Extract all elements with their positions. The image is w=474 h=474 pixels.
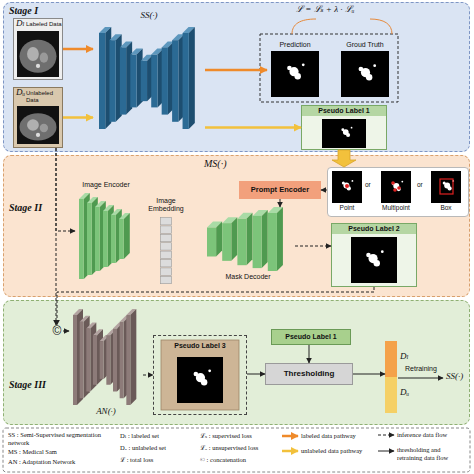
node-text: Prediction bbox=[267, 41, 323, 49]
legend-text: ℒₛ : supervised loss bbox=[200, 432, 278, 440]
concat-symbol: © bbox=[51, 325, 63, 337]
embedding: Image Embedding bbox=[143, 197, 189, 289]
pseudo-label-box: Pseudo Label 1 bbox=[271, 329, 351, 345]
node-text: Multipoint bbox=[374, 204, 418, 211]
process-box: Thresholding bbox=[265, 363, 353, 385]
pseudo-label-panel bbox=[161, 340, 239, 410]
node-text: Image Embedding bbox=[143, 197, 189, 213]
dataset-bar-fill bbox=[385, 341, 397, 413]
node-text: Unlabeled Data bbox=[26, 90, 62, 104]
network: AN(·) bbox=[69, 307, 143, 421]
node-text: © bbox=[51, 325, 63, 337]
node-text: Dᵤ bbox=[16, 88, 25, 98]
legend-text: SS : Semi-Supervised segmentation networ… bbox=[8, 431, 108, 446]
legend-text: unlabeled data pathway bbox=[301, 447, 373, 455]
node-text: AN(·) bbox=[69, 407, 143, 417]
stage-band: Stage II MS(·) Image EncoderImage Embeddin… bbox=[3, 155, 470, 297]
mask-panel: Groud Truth bbox=[337, 41, 393, 99]
prompt-image bbox=[381, 171, 411, 203]
node-text: Pseudo Label 2 bbox=[332, 224, 416, 234]
formula-label: ℒ = ℒₛ + λ · ℒᵤ bbox=[296, 5, 354, 15]
mask-image bbox=[351, 237, 397, 283]
flow-label: Retraining bbox=[405, 365, 437, 373]
pseudo-label-box: Pseudo Label 1 bbox=[301, 105, 387, 150]
node-text: Mask Decoder bbox=[201, 273, 295, 281]
node-text: Image Encoder bbox=[75, 181, 137, 189]
legend-text: AN : Adaptation Network bbox=[8, 458, 108, 466]
node-text: or bbox=[417, 181, 423, 188]
node-text: Pseudo Label 3 bbox=[162, 342, 238, 350]
legend-line-sample bbox=[282, 435, 298, 438]
legend-text: ℒ : total loss bbox=[120, 456, 195, 464]
legend-line-sample bbox=[378, 435, 394, 436]
legend-box bbox=[3, 428, 470, 472]
stage-band: Stage III © AN(·) Pseudo Label 3 Pseudo Labe… bbox=[3, 300, 470, 425]
node-text: Thresholding bbox=[266, 364, 352, 384]
mask-image bbox=[341, 51, 389, 97]
node-text: or bbox=[365, 181, 371, 188]
mask-panel: Prediction bbox=[267, 41, 323, 99]
node-text: Dₗ bbox=[16, 19, 25, 29]
legend-text: © : concatenation bbox=[200, 456, 278, 464]
node-text: Prompt Encoder bbox=[239, 181, 321, 199]
network: SS(·) bbox=[93, 11, 205, 133]
legend-text: Dᵤ : unlabeled set bbox=[120, 444, 195, 452]
node-text: Dₗ bbox=[400, 352, 409, 362]
data-box: DₗLabeled Data bbox=[13, 18, 63, 80]
node-text: Pseudo Label 1 bbox=[272, 330, 350, 344]
prompt-image bbox=[431, 171, 461, 203]
node-text: Dᵤ bbox=[400, 388, 409, 398]
node-text: Point bbox=[330, 204, 364, 211]
network-blocks bbox=[71, 309, 141, 405]
prompt-box: Point orMultipoint orBox bbox=[327, 167, 469, 217]
legend-line-sample bbox=[282, 450, 298, 453]
legend-text: thresholding and retraining data flow bbox=[397, 446, 467, 461]
legend-text: ℒᵤ : unsupervised loss bbox=[200, 444, 278, 452]
dataset-bar: DₗDᵤ bbox=[385, 341, 413, 413]
network-blocks bbox=[205, 207, 291, 271]
mask-image bbox=[271, 51, 319, 97]
decoder: Mask Decoder bbox=[201, 207, 295, 285]
legend-text: labeled data pathway bbox=[301, 432, 373, 440]
embedding-strip bbox=[160, 217, 172, 285]
prompt-image bbox=[332, 171, 362, 203]
legend-text: inference data flow bbox=[397, 431, 467, 439]
network-label: SS(·) bbox=[446, 372, 463, 382]
legend-text: MS : Medical Sam bbox=[8, 448, 108, 456]
legend-text: Dₗ : labeled set bbox=[120, 432, 195, 440]
node-text: Stage I bbox=[9, 5, 38, 16]
data-box: DᵤUnlabeled Data bbox=[13, 87, 63, 148]
process-box: Prompt Encoder bbox=[239, 181, 321, 199]
node-text: SS(·) bbox=[93, 11, 205, 21]
node-text: Pseudo Label 1 bbox=[302, 106, 386, 116]
node-text: Box bbox=[429, 204, 463, 211]
ct-image bbox=[17, 106, 59, 144]
legend-line-sample bbox=[378, 451, 394, 452]
node-text: Groud Truth bbox=[337, 41, 393, 49]
encoder: Image Encoder bbox=[75, 181, 137, 281]
node-text: Stage III bbox=[9, 379, 46, 390]
pseudo-label-box: Pseudo Label 2 bbox=[331, 223, 417, 287]
mask-image bbox=[322, 119, 366, 148]
network-blocks bbox=[77, 193, 135, 279]
node-text: Stage II bbox=[9, 202, 42, 213]
stage-band: Stage I DₗLabeled DataDᵤUnlabeled Data SS(… bbox=[3, 2, 470, 152]
ct-image bbox=[17, 31, 59, 77]
pseudo-label-box: Pseudo Label 3 bbox=[153, 335, 247, 415]
network-blocks bbox=[97, 27, 201, 129]
node-text: MS(·) bbox=[204, 158, 227, 169]
node-text: Labeled Data bbox=[26, 21, 62, 28]
